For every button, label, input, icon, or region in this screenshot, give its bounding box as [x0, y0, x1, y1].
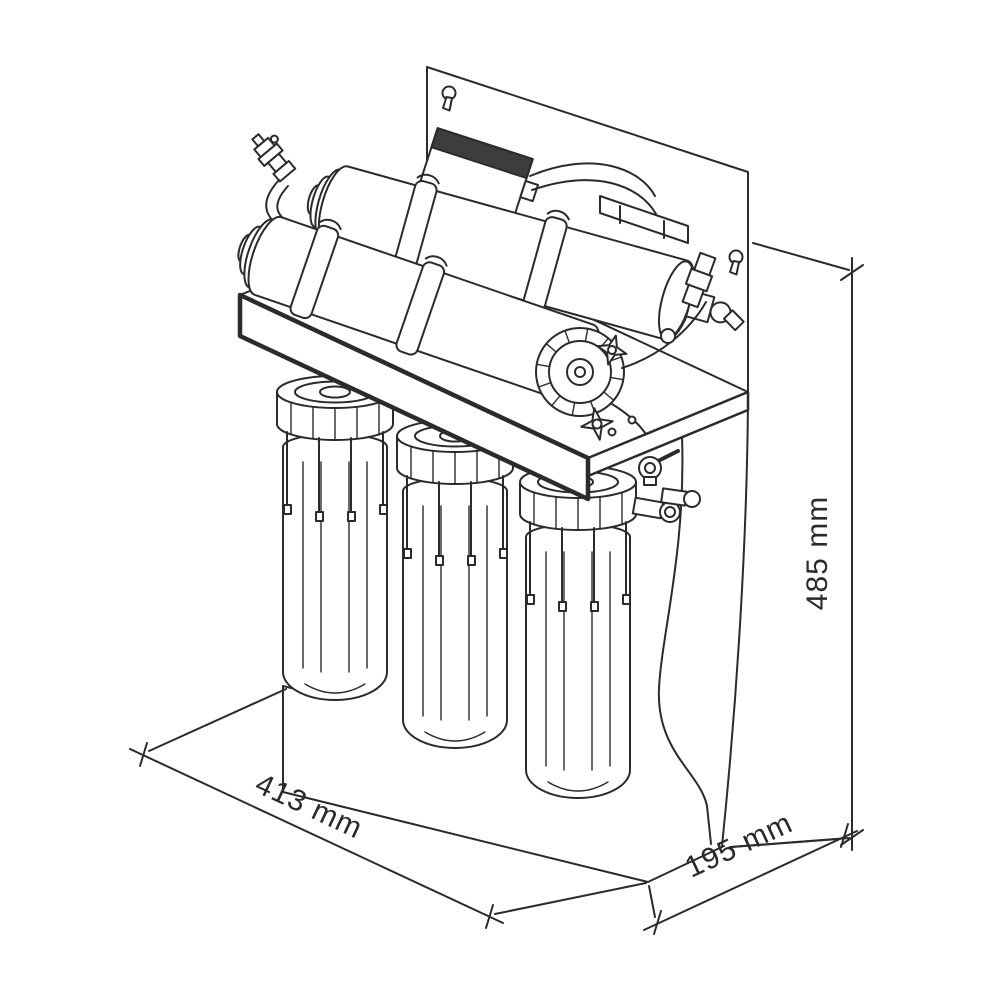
base-stand — [282, 399, 749, 883]
filter-cartridge-3 — [519, 465, 681, 799]
upper-membrane-housing — [306, 165, 745, 341]
lower-membrane-housing — [237, 215, 601, 404]
wing-knob — [580, 407, 614, 441]
drain-fitting — [660, 487, 701, 508]
screw-head — [627, 415, 637, 425]
panel-bracket — [599, 195, 689, 244]
width-dimension-label: 413 mm — [250, 767, 368, 845]
cable — [529, 162, 656, 197]
wing-knob — [596, 334, 628, 366]
inline-fitting — [660, 328, 676, 344]
keyhole-slot — [441, 85, 457, 112]
inlet-tube — [251, 133, 297, 237]
filter-cartridge-2 — [396, 419, 514, 749]
keyhole-slot — [728, 249, 744, 276]
screw-head — [607, 427, 617, 437]
filter-cartridge-1 — [276, 375, 394, 701]
height-dimension-label: 485 mm — [801, 496, 834, 610]
dimension-depth: 195 mm — [643, 806, 858, 935]
check-valve — [681, 251, 717, 309]
cable — [531, 179, 657, 215]
shelf-valve — [638, 449, 680, 486]
cartridge-outlet-fitting — [631, 496, 681, 523]
dimension-height: 485 mm — [729, 242, 864, 851]
front-bracket — [237, 292, 750, 502]
